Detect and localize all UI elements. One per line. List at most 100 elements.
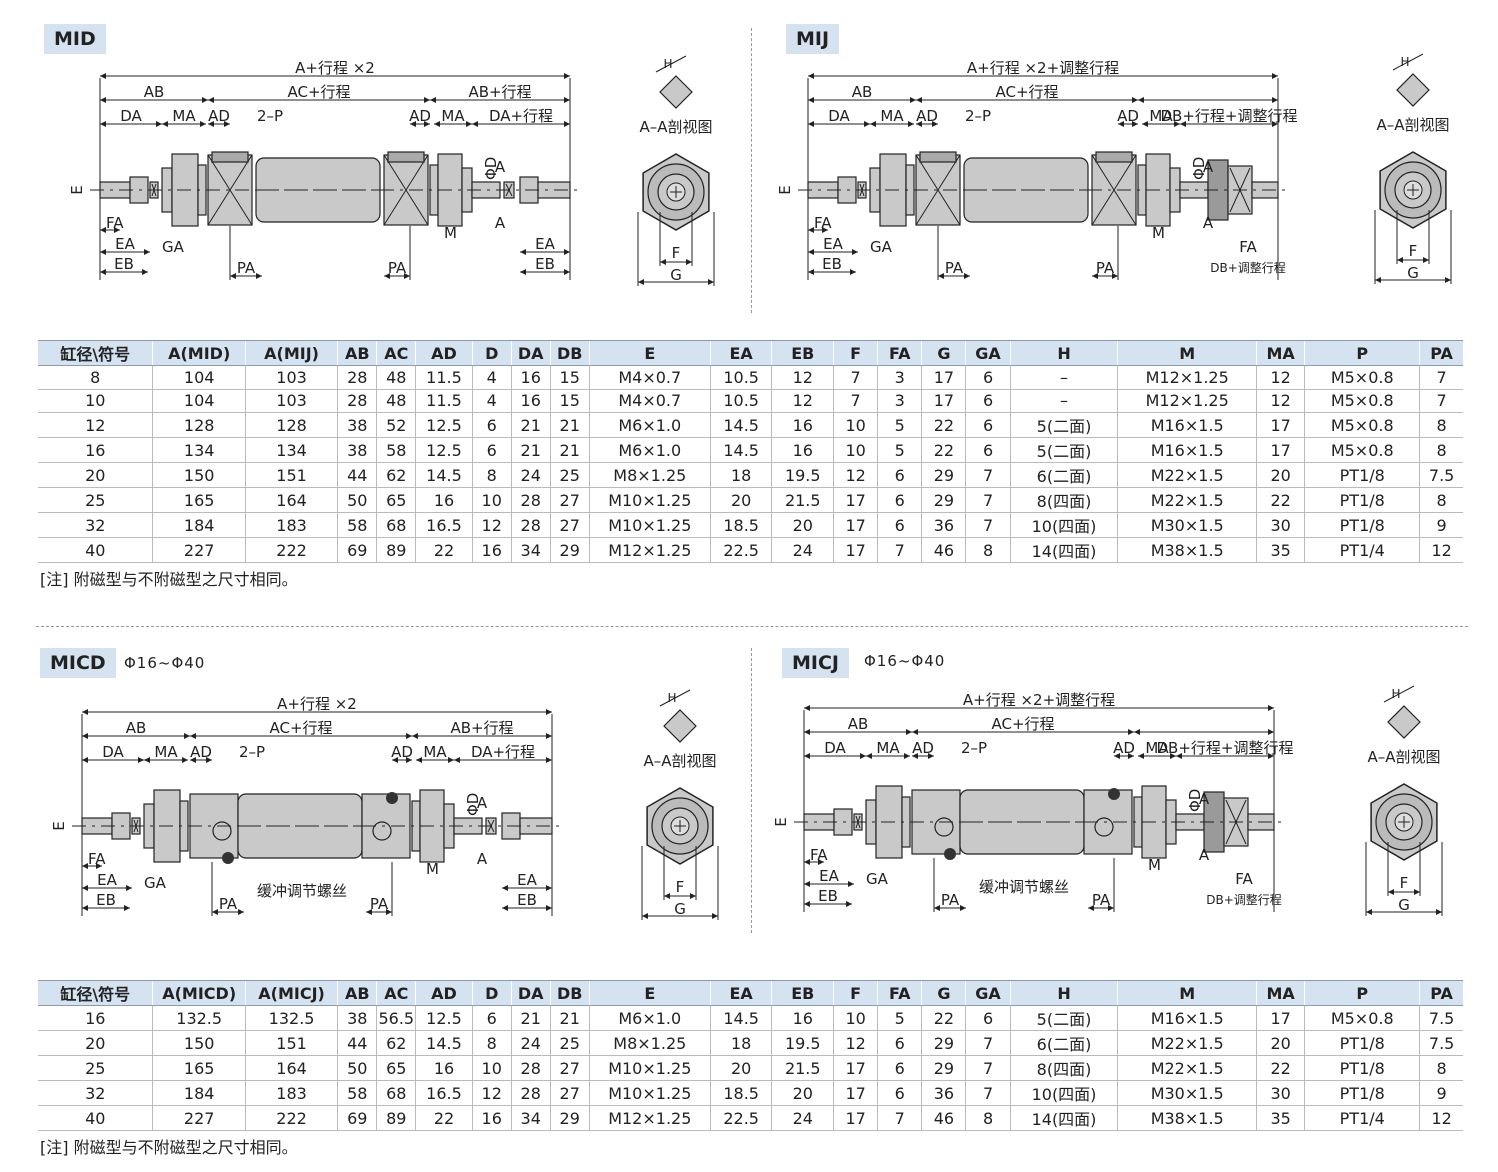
dim-arrow: [404, 273, 410, 279]
table-cell: 15: [549, 389, 590, 413]
dim-arrow: [1272, 121, 1278, 127]
dim-line: [659, 689, 691, 707]
dim-arrow: [546, 885, 552, 891]
dim-label: MA: [154, 743, 178, 761]
header-cell: DB: [549, 340, 590, 366]
dim-label: MA: [876, 739, 900, 757]
table-cell: 7: [965, 1080, 1011, 1106]
cushion-screw: [1108, 788, 1120, 800]
header-cell: FA: [877, 980, 922, 1006]
header-cell: AD: [415, 340, 473, 366]
dim-label: A+行程 ×2: [277, 695, 357, 713]
table-cell: 16: [510, 389, 551, 413]
table-cell: 14.5: [415, 462, 473, 488]
dim-line: [655, 55, 687, 73]
dim-label: AD: [1117, 107, 1139, 125]
table-cell: 29: [921, 1030, 966, 1056]
table-cell: 52: [376, 412, 416, 438]
label-cushion-screw: 缓冲调节螺丝: [979, 878, 1069, 896]
rod-end-detail: [1396, 73, 1430, 107]
dim-arrow: [448, 757, 454, 763]
dim-arrow: [1174, 121, 1180, 127]
label-fa: FA: [88, 850, 106, 868]
dim-arrow: [546, 905, 552, 911]
table-cell: 7.5: [1419, 462, 1463, 488]
dim-arrow: [846, 901, 852, 907]
table-cell: 17: [833, 1080, 878, 1106]
port-circle: [212, 821, 232, 841]
table-cell: 20: [1255, 1030, 1305, 1056]
table-cell: M8×1.25: [588, 462, 711, 488]
dim-arrow: [472, 121, 478, 127]
table-cell: 29: [549, 1105, 590, 1131]
table-cell: 134: [152, 437, 246, 463]
table-cell: 6: [965, 389, 1011, 413]
table-cell: 16: [771, 1005, 834, 1031]
cushion-screw: [944, 848, 956, 860]
table-cell: 32: [38, 1080, 153, 1106]
dim-arrow: [96, 863, 102, 869]
table-cell: 22.5: [709, 1105, 772, 1131]
table-cell: 20: [709, 487, 772, 513]
dim-arrow: [860, 753, 866, 759]
label-phi-d: ΦD: [1186, 789, 1204, 812]
dim-arrow: [520, 269, 526, 275]
section-tag-micj: MICJ: [782, 648, 849, 678]
table-cell: M10×1.25: [588, 1080, 711, 1106]
header-cell: M: [1117, 340, 1257, 366]
label-e: E: [68, 185, 86, 194]
label-2p: 2–P: [965, 107, 991, 125]
port-thread: [211, 151, 249, 163]
table-cell: 22: [921, 1005, 966, 1031]
table-cell: 28: [337, 365, 377, 390]
label-ga: GA: [162, 238, 185, 256]
dim-arrow: [100, 269, 106, 275]
table-cell: M16×1.5: [1117, 1005, 1257, 1031]
table-cell: PT1/8: [1304, 1030, 1420, 1056]
dim-label: DA+行程: [471, 743, 535, 761]
table-cell: 222: [244, 1105, 338, 1131]
table-cell: PT1/8: [1304, 462, 1420, 488]
dim-arrow: [1132, 121, 1138, 127]
table-cell: 6(二面): [1009, 1030, 1118, 1056]
dim-arrow: [912, 753, 918, 759]
dim-label: AB+行程: [468, 83, 531, 101]
table-cell: 17: [833, 537, 878, 563]
table-cell: 183: [244, 1080, 338, 1106]
table-cell: 165: [152, 487, 246, 513]
table-cell: 10.5: [709, 389, 772, 413]
dim-arrow: [1170, 753, 1176, 759]
label-f: F: [676, 878, 685, 896]
table-cell: M12×1.25: [588, 1105, 711, 1131]
table-cell: 21: [510, 1005, 551, 1031]
table-cell: 10: [38, 389, 153, 413]
dim-arrow: [100, 97, 106, 103]
dim-arrow: [1268, 729, 1274, 735]
dim-label: AB: [852, 83, 873, 101]
table-cell: 7: [965, 1030, 1011, 1056]
header-cell: EB: [771, 980, 834, 1006]
table-cell: 38: [337, 437, 377, 463]
table-cell: 10: [833, 412, 878, 438]
table-cell: 20: [771, 512, 834, 538]
rod-end-detail: [1387, 705, 1421, 739]
dim-label: EA: [115, 235, 135, 253]
table-cell: 12.5: [415, 412, 473, 438]
table-cell: M22×1.5: [1117, 1030, 1257, 1056]
table-cell: 6: [877, 1080, 922, 1106]
table-cell: 58: [337, 512, 377, 538]
table-cell: 21: [510, 412, 551, 438]
dim-arrow: [406, 757, 412, 763]
dim-arrow: [124, 905, 130, 911]
table-cell: 10: [833, 437, 878, 463]
header-cell: DB: [549, 980, 590, 1006]
table-cell: 7.5: [1419, 1005, 1463, 1031]
dim-arrow: [916, 97, 922, 103]
table-cell: 8(四面): [1009, 1055, 1118, 1081]
dim-arrow: [430, 97, 436, 103]
dim-label: DB+行程+调整行程: [1161, 107, 1298, 125]
header-cell: 缸径\符号: [38, 980, 153, 1006]
label-h: H: [1400, 55, 1409, 69]
